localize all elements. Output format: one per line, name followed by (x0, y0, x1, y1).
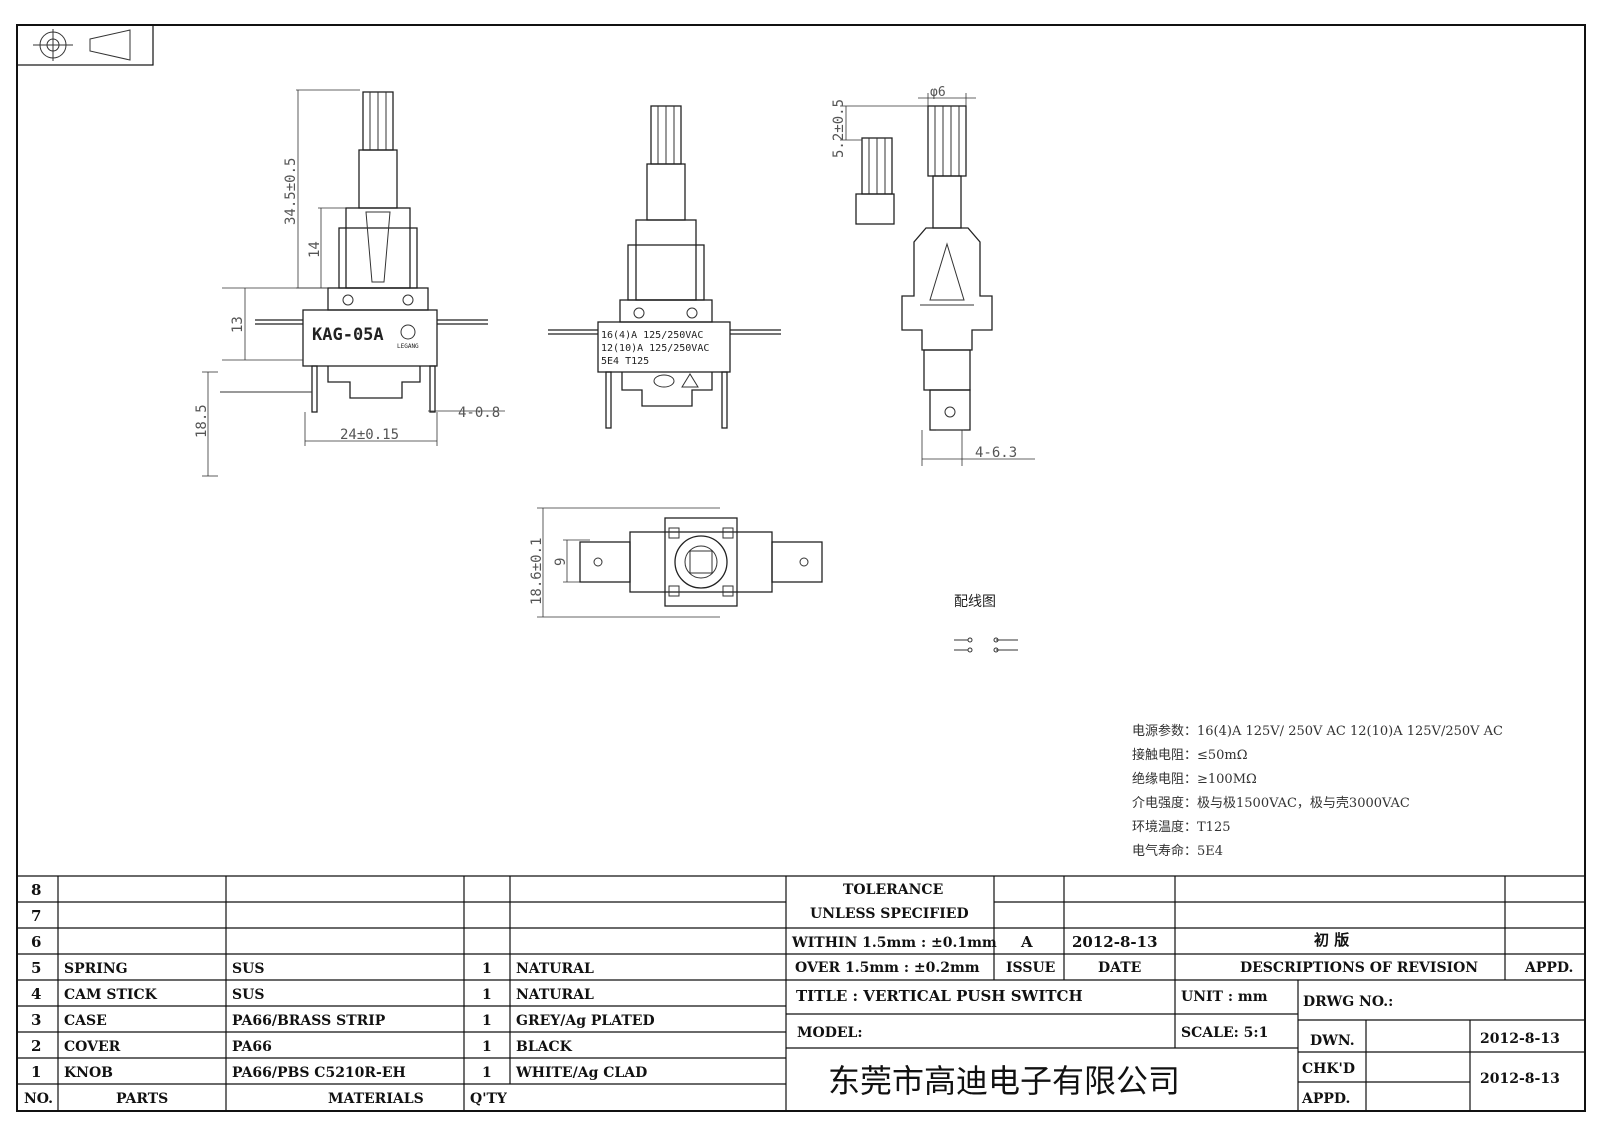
spec-life: 电气寿命：5E4 (1132, 843, 1223, 859)
tolerance-over: OVER 1.5mm : ±0.2mm (795, 960, 980, 976)
spec-temperature: 环境温度：T125 (1132, 819, 1230, 835)
row-material-2: PA66 (232, 1039, 272, 1055)
top-view: 18.6±0.1 9 (529, 507, 823, 618)
row-part-3: CASE (64, 1013, 107, 1029)
row-finish-2: BLACK (516, 1039, 573, 1055)
rating-line-3: 5E4 T125 (601, 356, 649, 367)
row-finish-1: WHITE/Ag CLAD (515, 1065, 647, 1081)
row-no-3: 3 (31, 1011, 41, 1029)
tolerance-within: WITHIN 1.5mm : ±0.1mm (791, 935, 997, 951)
appd-header: APPD. (1524, 960, 1573, 976)
dwn-date: 2012-8-13 (1480, 1031, 1560, 1047)
row-no-1: 1 (31, 1063, 41, 1081)
row-part-2: COVER (64, 1039, 121, 1055)
parts-table: 8 7 6 5 SPRING SUS 1 NATURAL 4 CAM STICK… (17, 875, 1585, 1111)
header-parts: PARTS (116, 1091, 168, 1107)
issue-value: A (1020, 933, 1033, 951)
row-material-1: PA66/PBS C5210R-EH (232, 1065, 406, 1081)
side-dimensions: φ6 5.2±0.5 4-6.3 (831, 85, 1035, 466)
issue-description: 初 版 (1314, 931, 1349, 949)
drawing-title: TITLE : VERTICAL PUSH SWITCH (796, 987, 1083, 1005)
spec-contact: 接触电阻：≤50mΩ (1132, 747, 1248, 763)
rating-line-2: 12(10)A 125/250VAC (601, 343, 709, 354)
model-label: MODEL: (797, 1025, 863, 1041)
warning-triangle-icon (681, 373, 699, 388)
wiring-label: 配线图 (954, 594, 996, 610)
dim-body: 13 (230, 316, 246, 333)
row-material-5: SUS (232, 961, 264, 977)
model-marking: KAG-05A (312, 325, 384, 345)
dim-height: 34.5±0.5 (283, 158, 299, 225)
spec-dielectric: 介电强度：极与极1500VAC，极与壳3000VAC (1132, 795, 1410, 811)
tolerance-label: TOLERANCE (843, 882, 943, 898)
row-qty-4: 1 (482, 987, 492, 1003)
dim-top-width: 18.6±0.1 (529, 538, 545, 605)
issue-date: 2012-8-13 (1072, 933, 1158, 951)
dim-terminal: 18.5 (194, 404, 210, 438)
row-no-5: 5 (31, 959, 41, 977)
rating-line-1: 16(4)A 125/250VAC (601, 330, 703, 341)
spec-insulation: 绝缘电阻：≥100MΩ (1132, 771, 1257, 787)
dim-side-terminal: 4-6.3 (975, 445, 1017, 461)
row-part-4: CAM STICK (64, 987, 158, 1003)
issue-label: ISSUE (1006, 960, 1055, 976)
spec-power: 电源参数：16(4)A 125V/ 250V AC 12(10)A 125V/2… (1132, 723, 1503, 739)
row-qty-3: 1 (482, 1013, 492, 1029)
side-view (855, 105, 993, 431)
dim-travel: 5.2±0.5 (831, 99, 847, 158)
chkd-label: CHK'D (1302, 1061, 1355, 1077)
dim-diameter: φ6 (930, 85, 946, 100)
row-qty-2: 1 (482, 1039, 492, 1055)
dim-pin: 4-0.8 (458, 405, 500, 421)
brand-marking: LEGANG (397, 343, 419, 350)
header-materials: MATERIALS (328, 1091, 424, 1107)
header-no: NO. (24, 1091, 53, 1107)
revision-label: DESCRIPTIONS OF REVISION (1240, 960, 1478, 976)
row-no-8: 8 (31, 881, 41, 899)
title-block: TOLERANCE UNLESS SPECIFIED WITHIN 1.5mm … (785, 876, 1585, 1111)
row-no-2: 2 (31, 1037, 41, 1055)
row-no-6: 6 (31, 933, 41, 951)
spec-list: 电源参数：16(4)A 125V/ 250V AC 12(10)A 125V/2… (1132, 723, 1503, 859)
chkd-date: 2012-8-13 (1480, 1071, 1560, 1087)
date-label: DATE (1098, 960, 1141, 976)
appd-label: APPD. (1301, 1091, 1350, 1107)
scale-label: SCALE: 5:1 (1181, 1025, 1268, 1041)
tolerance-unless: UNLESS SPECIFIED (810, 906, 969, 922)
row-no-4: 4 (31, 985, 41, 1003)
dim-top-inner: 9 (553, 558, 569, 566)
row-material-3: PA66/BRASS STRIP (232, 1013, 386, 1029)
row-part-5: SPRING (64, 961, 128, 977)
header-qty: Q'TY (470, 1091, 508, 1107)
dim-width: 24±0.15 (340, 427, 399, 443)
projection-symbol-icon (16, 24, 154, 66)
row-material-4: SUS (232, 987, 264, 1003)
dwn-label: DWN. (1310, 1033, 1355, 1049)
back-view: 16(4)A 125/250VAC 12(10)A 125/250VAC 5E4… (548, 105, 781, 429)
front-view: KAG-05A LEGANG (220, 91, 488, 413)
company-name: 东莞市高迪电子有限公司 (828, 1062, 1180, 1100)
row-qty-1: 1 (482, 1065, 492, 1081)
row-finish-4: NATURAL (516, 987, 594, 1003)
row-qty-5: 1 (482, 961, 492, 977)
front-dimensions: 34.5±0.5 14 13 18.5 24±0.15 4-0.8 (194, 89, 505, 477)
cqc-cert-icon (653, 374, 675, 388)
sheet-border (16, 24, 1586, 1112)
row-finish-5: NATURAL (516, 961, 594, 977)
row-part-1: KNOB (64, 1065, 113, 1081)
row-finish-3: GREY/Ag PLATED (516, 1013, 655, 1029)
row-no-7: 7 (31, 907, 41, 925)
dim-stem: 14 (307, 241, 323, 258)
wiring-diagram: 配线图 (954, 594, 1018, 653)
drawing-number-label: DRWG NO.: (1303, 994, 1393, 1010)
unit-label: UNIT : mm (1181, 989, 1268, 1005)
